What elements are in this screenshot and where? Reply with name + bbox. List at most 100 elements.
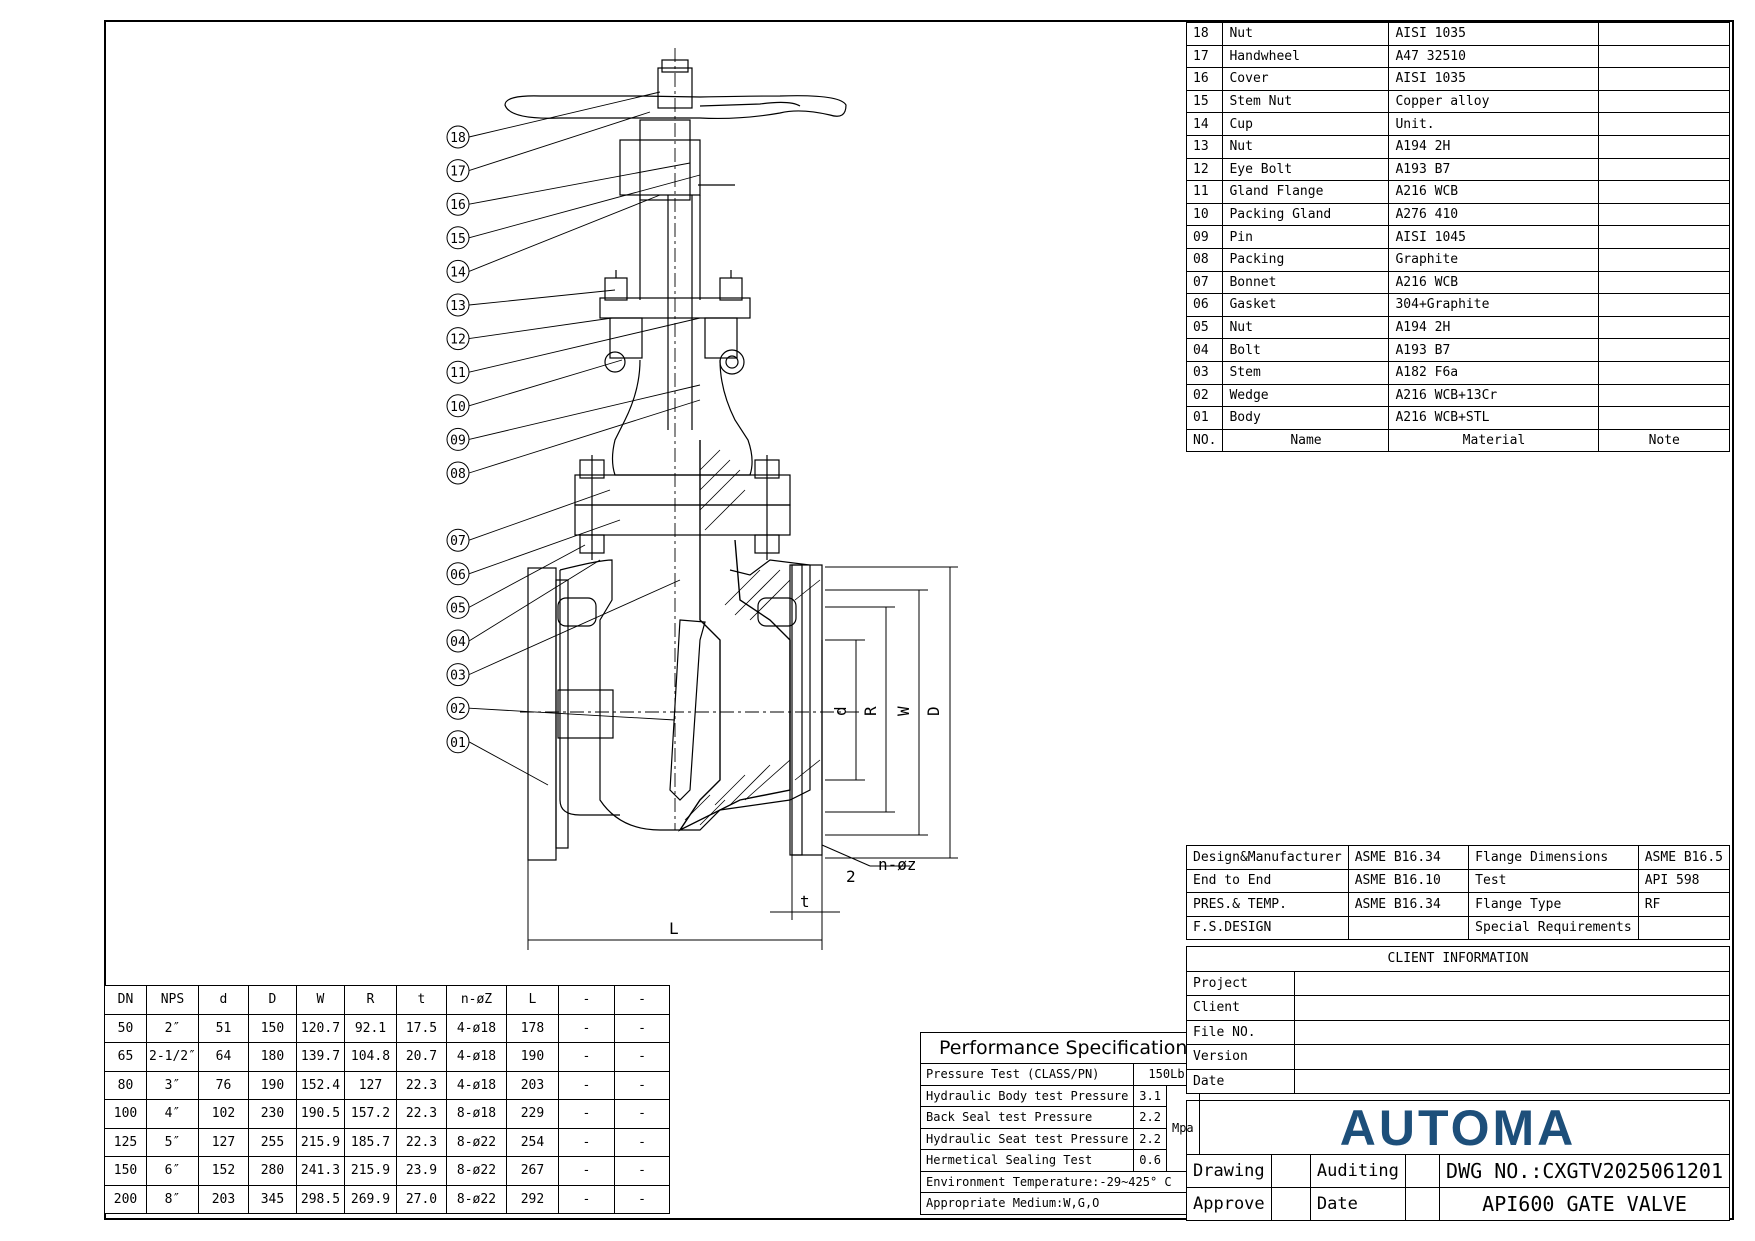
callout-leader — [468, 559, 601, 642]
flange-dim-label: Flange Dimensions — [1468, 845, 1639, 870]
dim-cell: 100 — [104, 1099, 147, 1129]
parts-cell-note — [1598, 134, 1730, 159]
perf-row-value: 3.1 — [1133, 1084, 1167, 1107]
parts-cell-name: Pin — [1222, 225, 1390, 249]
dim-cell: 22.3 — [395, 1127, 447, 1157]
special-label: Special Requirements — [1468, 915, 1639, 940]
dim-cell: - — [557, 1042, 615, 1072]
product-title: API600 GATE VALVE — [1439, 1187, 1730, 1221]
parts-cell-material: 304+Graphite — [1388, 293, 1600, 317]
parts-cell-material: A47 32510 — [1388, 44, 1600, 69]
dim-dd-label: D — [924, 706, 943, 716]
client-field-value — [1294, 1068, 1730, 1094]
dim-cell: - — [613, 1156, 671, 1186]
client-info-title: CLIENT INFORMATION — [1186, 946, 1730, 972]
callout-number: 04 — [450, 635, 466, 650]
special-value — [1637, 915, 1731, 940]
parts-cell-no: 03 — [1185, 360, 1224, 385]
parts-cell-note — [1598, 293, 1730, 317]
client-field-label: File NO. — [1186, 1019, 1295, 1045]
parts-cell-note — [1598, 406, 1730, 430]
fs-label: F.S.DESIGN — [1186, 915, 1349, 940]
parts-cell-material: A182 F6a — [1388, 360, 1600, 385]
design-label: Design&Manufacturer — [1186, 845, 1349, 870]
dim-w-label: W — [894, 706, 913, 716]
dim-cell: 4-ø18 — [445, 1070, 507, 1100]
dim-cell: 20.7 — [395, 1042, 447, 1072]
dim-cell: 203 — [197, 1184, 249, 1214]
callout-leader — [468, 111, 651, 172]
dim-cell: 125 — [104, 1127, 147, 1157]
end-value: ASME B16.10 — [1347, 868, 1470, 893]
parts-cell-no: 06 — [1185, 293, 1224, 317]
pressure-test-label: Pressure Test (CLASS/PN) — [919, 1063, 1135, 1086]
parts-cell-material: A216 WCB — [1388, 270, 1600, 295]
parts-cell-material: Unit. — [1388, 112, 1600, 136]
callout-balloon — [446, 327, 470, 351]
dim-cell: 65 — [104, 1042, 147, 1072]
parts-cell-note — [1598, 315, 1730, 340]
dim-cell: 92.1 — [343, 1013, 397, 1043]
appropriate-medium: Appropriate Medium:W,G,O — [920, 1192, 1200, 1215]
dim-cell: 178 — [505, 1013, 559, 1043]
client-field-value — [1294, 995, 1730, 1021]
performance-spec-table: Performance Specification Pressure Test … — [919, 1032, 1200, 1215]
dim-cell: 215.9 — [343, 1156, 397, 1186]
parts-cell-no: 02 — [1185, 383, 1224, 408]
callout-leader — [468, 519, 621, 575]
dim-cell: 200 — [104, 1184, 147, 1214]
dwg-number: DWG NO.:CXGTV2025061201 — [1439, 1154, 1730, 1188]
dim-cell: 241.3 — [295, 1156, 345, 1186]
parts-cell-name: Stem — [1222, 360, 1390, 385]
parts-cell-material: Graphite — [1388, 247, 1600, 272]
parts-cell-name: Nut — [1222, 22, 1390, 46]
parts-cell-no: 01 — [1185, 406, 1224, 430]
dim-cell: 2-1/2″ — [146, 1042, 199, 1072]
perf-row-label: Hermetical Sealing Test — [919, 1149, 1135, 1172]
callout-balloon — [446, 562, 470, 586]
dim-header-cell: t — [395, 985, 447, 1015]
client-row: Date — [1186, 1068, 1730, 1094]
parts-cell-no: 17 — [1185, 44, 1224, 69]
dim-cell: 4-ø18 — [445, 1042, 507, 1072]
pt-value: ASME B16.34 — [1347, 892, 1470, 917]
dim-cell: 8-ø22 — [445, 1127, 507, 1157]
auditing-value — [1404, 1154, 1441, 1188]
callout-leader — [468, 289, 616, 306]
parts-cell-no: 16 — [1185, 67, 1224, 91]
dim-cell: - — [557, 1184, 615, 1214]
dim-cell: 120.7 — [295, 1013, 345, 1043]
dim-cell: 2″ — [146, 1013, 199, 1043]
dim-cell: 64 — [197, 1042, 249, 1072]
parts-cell-name: Cup — [1222, 112, 1390, 136]
dim-cell: - — [557, 1070, 615, 1100]
parts-cell-name: Wedge — [1222, 383, 1390, 408]
dim-header-cell: NPS — [146, 985, 199, 1015]
parts-header-note: Note — [1598, 428, 1730, 453]
dim-header-cell: - — [557, 985, 615, 1015]
dim-cell: 345 — [247, 1184, 297, 1214]
approve-label: Approve — [1186, 1187, 1272, 1221]
callout-balloon — [446, 461, 470, 485]
callout-balloon — [446, 427, 470, 451]
end-label: End to End — [1186, 868, 1349, 893]
parts-cell-note — [1598, 44, 1730, 69]
callout-number: 05 — [450, 601, 466, 616]
parts-cell-name: Bonnet — [1222, 270, 1390, 295]
client-field-value — [1294, 1019, 1730, 1045]
auditing-label: Auditing — [1309, 1154, 1406, 1188]
parts-cell-material: A216 WCB+STL — [1388, 406, 1600, 430]
callout-number: 13 — [450, 299, 466, 314]
client-field-label: Date — [1186, 1068, 1295, 1094]
parts-cell-material: AISI 1035 — [1388, 22, 1600, 46]
dim-t-label: t — [800, 892, 810, 911]
